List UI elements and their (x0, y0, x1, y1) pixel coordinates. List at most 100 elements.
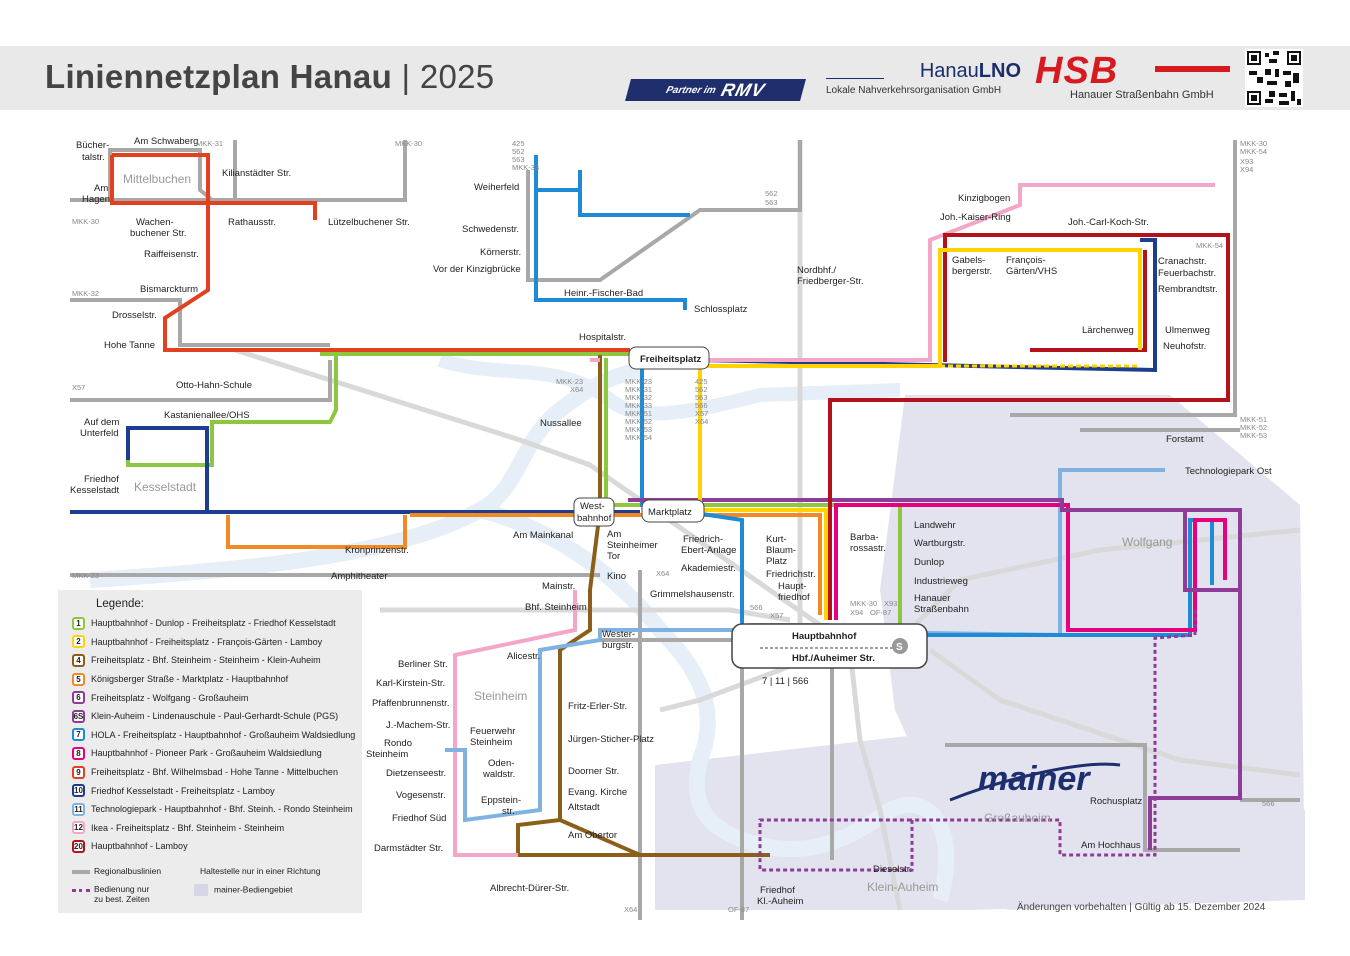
hanau-lno-logo: HanauLNO Lokale Nahverkehrsorganisation … (826, 60, 1021, 96)
road-code: OF-87 (728, 905, 749, 914)
line-badge: 10 (72, 784, 85, 798)
stop-label: Hanauer (914, 593, 950, 604)
stop-label: Hagen (82, 194, 110, 205)
road-code: X64 (624, 905, 637, 914)
stop-label: talstr. (82, 152, 105, 163)
stop-label: Am Schwaberg (134, 136, 198, 147)
stop-label: waldstr. (482, 769, 515, 780)
legend-text: Friedhof Kesselstadt - Freiheitsplatz - … (91, 785, 275, 796)
road-code: 566 (1262, 799, 1275, 808)
road-code: 425 (512, 139, 525, 148)
legend-text: Klein-Auheim - Lindenauschule - Paul-Ger… (91, 711, 339, 722)
route-line-2 (698, 248, 1142, 620)
stop-label: Schlossplatz (694, 304, 748, 315)
road-code: X94 (850, 608, 863, 617)
stop-label: Auf dem (84, 417, 119, 428)
qr-code-icon[interactable] (1245, 49, 1303, 107)
stop-label: Technologiepark Ost (1185, 466, 1272, 477)
stop-label: str. (502, 806, 515, 817)
freiheitsplatz-hub[interactable] (628, 346, 710, 370)
road-code: MKK-53 (1240, 431, 1267, 440)
legend-text: HOLA - Freiheitsplatz - Hauptbahnhof - G… (91, 729, 356, 740)
road-code: MKK-32 (72, 289, 99, 298)
hsb-logo: HSB Hanauer Straßenbahn GmbH (1035, 50, 1235, 101)
stop-label: Drosselstr. (112, 310, 157, 321)
stop-label: Am (94, 183, 108, 194)
stop-label: Altstadt (568, 802, 600, 813)
validity-note: Änderungen vorbehalten | Gültig ab 15. D… (1017, 902, 1266, 913)
line-badge: 6S (72, 709, 85, 723)
stop-label: Friedrichstr. (766, 569, 816, 580)
road-code: OF-87 (870, 608, 891, 617)
hauptbahnhof-hub[interactable] (731, 623, 928, 669)
mainer-swoosh (949, 762, 1121, 802)
road-code: MKK-32 (625, 393, 652, 402)
stop-label: Weiherfeld (474, 182, 519, 193)
road-code: MKK-31 (625, 385, 652, 394)
stop-label: Akademiestr. (681, 563, 736, 574)
stop-label: Hospitalstr. (579, 332, 626, 343)
stop-label: Unterfeld (80, 428, 119, 439)
road-code: MKK-31 (196, 139, 223, 148)
stop-label: Haupt- (778, 581, 807, 592)
s-bahn-icon (892, 638, 908, 654)
stop-label: Grimmelshausenstr. (650, 589, 734, 600)
stop-label: Vogesenstr. (396, 790, 446, 801)
lno-name-a: Hanau (919, 60, 979, 82)
stop-label: Wester- (602, 629, 635, 640)
svg-text:S: S (896, 642, 903, 653)
stop-label: buchener Str. (130, 228, 187, 239)
stop-label: J.-Machem-Str. (386, 720, 450, 731)
road-code: MKK-30 (1240, 139, 1267, 148)
title-main: Liniennetzplan Hanau (45, 58, 393, 95)
stop-label: Am Hochhaus (1081, 840, 1141, 851)
area-kesselstadt: Kesselstadt (134, 480, 197, 494)
lno-name-b: LNO (978, 60, 1021, 82)
title-separator: | (401, 58, 411, 95)
stop-label: Dieselstr. (873, 864, 912, 875)
stop-label: Rembrandtstr. (1158, 284, 1218, 295)
westbahnhof-hub[interactable] (573, 497, 615, 527)
legend-text: Hauptbahnhof - Lamboy (91, 841, 188, 852)
stop-label: Ulmenweg (1165, 325, 1210, 336)
westbahnhof-label-2: bahnhof (577, 513, 612, 524)
stop-label: Darmstädter Str. (374, 843, 443, 854)
westbahnhof-label-1: West- (580, 501, 605, 512)
area-steinheim: Steinheim (474, 689, 527, 703)
stop-label: Blaum- (766, 545, 796, 556)
line-badge: 12 (72, 821, 85, 835)
stop-label: Mainstr. (542, 581, 575, 592)
road-code: 563 (695, 393, 708, 402)
river-kinzig (437, 353, 901, 421)
road-code: MKK-33 (625, 401, 652, 410)
marktplatz-hub[interactable] (641, 499, 705, 523)
hbf-lines-label: 7 | 11 | 566 (762, 676, 809, 687)
road-code: MKK-52 (625, 417, 652, 426)
road-code: 563 (512, 155, 525, 164)
stop-label: Kinzigbogen (958, 193, 1010, 204)
legend-regional: Regionalbuslinien (72, 866, 161, 876)
route-line-11 (445, 468, 1165, 823)
road-code: 562 (765, 189, 778, 198)
road-code: X64 (656, 569, 669, 578)
stop-label: Albrecht-Dürer-Str. (490, 883, 569, 894)
road-code: MKK-23 (556, 377, 583, 386)
stop-label: Kurt- (766, 534, 787, 545)
legend-text: Freiheitsplatz - Bhf. Steinheim - Steinh… (91, 655, 321, 666)
legend-limited-text-a: Bedienung nur (94, 884, 150, 894)
line-badge: 9 (72, 765, 85, 779)
stop-label: Kilianstädter Str. (222, 168, 291, 179)
road-code: MKK-54 (1240, 147, 1267, 156)
stop-label: Joh.-Kaiser-Ring (940, 212, 1011, 223)
legend-regional-text: Regionalbuslinien (94, 866, 162, 876)
stop-label: Doorner Str. (568, 766, 619, 777)
stop-label: Joh.-Carl-Koch-Str. (1068, 217, 1149, 228)
road-code: X57 (72, 383, 85, 392)
lno-subtitle: Lokale Nahverkehrsorganisation GmbH (826, 85, 1002, 96)
stop-label: Rondo (384, 738, 412, 749)
